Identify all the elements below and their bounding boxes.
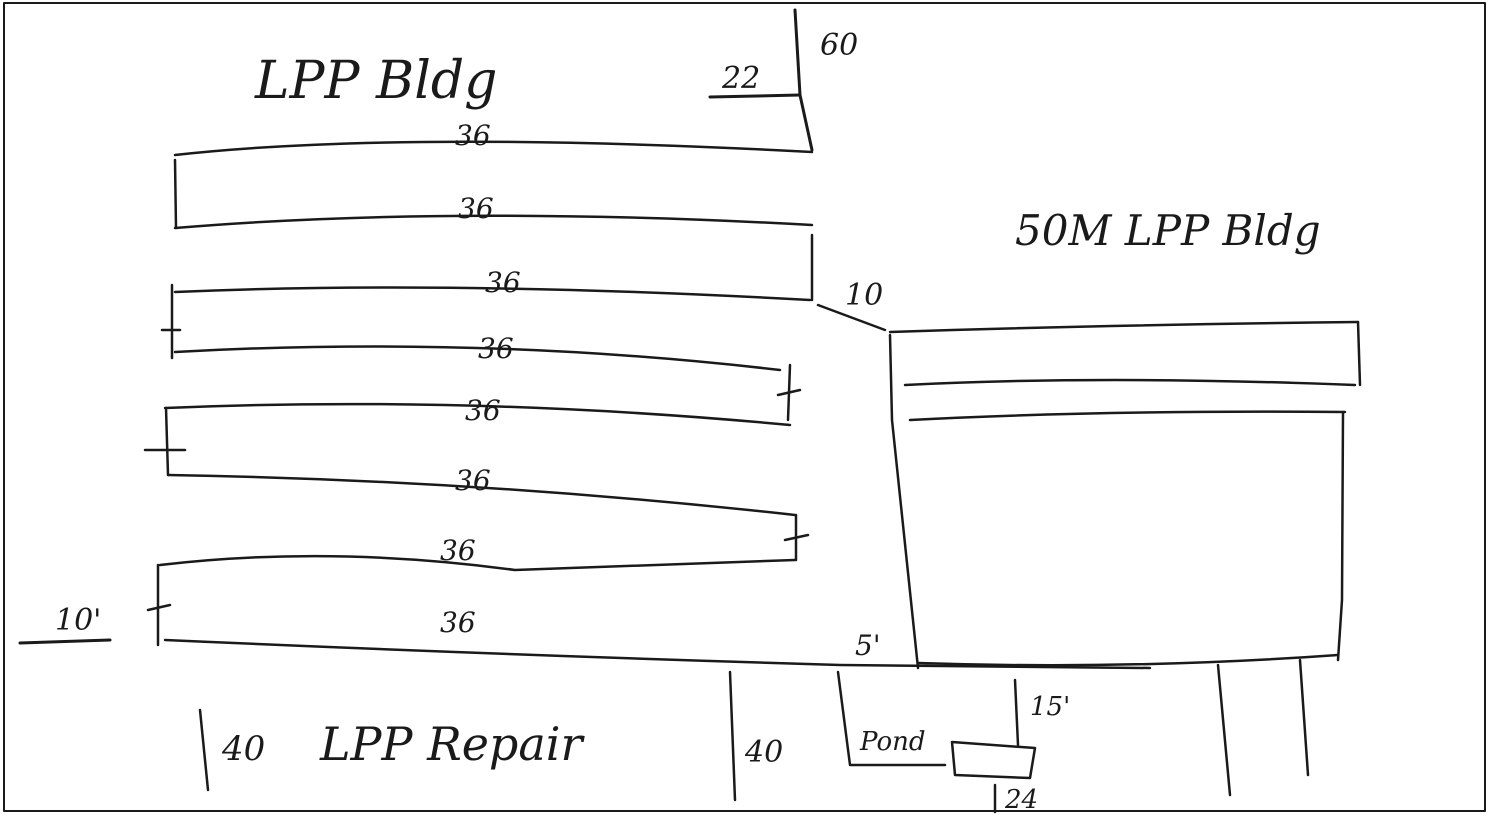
connector-line <box>816 303 887 332</box>
right-building-right <box>1336 410 1345 662</box>
building-row-edge <box>166 473 797 517</box>
right-building-line <box>903 378 1357 387</box>
dim-right-gap: 10 <box>845 278 883 313</box>
building-row-edge <box>173 214 814 230</box>
lane-line <box>198 708 210 792</box>
right-building-left <box>888 333 920 670</box>
width-label-8: 36 <box>440 606 476 639</box>
tick-mark <box>146 603 172 612</box>
dim-pond-depth: 15' <box>1030 692 1070 722</box>
page-border <box>3 2 1486 812</box>
width-label-1: 36 <box>455 119 491 152</box>
ground-line <box>163 638 1152 670</box>
pond-box <box>950 740 1037 780</box>
dim-top-horizontal: 22 <box>721 61 760 96</box>
building-left-edge <box>173 158 178 230</box>
building-top-edge <box>173 140 814 157</box>
dim-bottom-gap: 5' <box>855 629 881 662</box>
tick-mark <box>783 533 810 542</box>
lane-line <box>728 670 737 802</box>
right-building-top <box>888 320 1360 334</box>
building-left-edge <box>164 406 170 477</box>
width-label-6: 36 <box>455 464 491 497</box>
building-row-edge <box>158 554 797 572</box>
width-label-3: 36 <box>485 266 521 299</box>
building-row-edge <box>173 345 782 372</box>
lane-line <box>1298 658 1310 777</box>
pond-outline <box>836 670 947 767</box>
right-building-title: 50M LPP Bldg <box>1015 206 1321 255</box>
width-label-7: 36 <box>440 534 476 567</box>
building-row-edge <box>163 402 792 427</box>
sketch-title: LPP Bldg <box>254 51 497 111</box>
width-label-2: 36 <box>458 192 494 225</box>
right-building-bottom <box>916 653 1340 667</box>
dim-left-side: 10' <box>55 603 101 638</box>
width-label-4: 36 <box>478 332 514 365</box>
lane-label-a: 40 <box>221 729 265 769</box>
width-label-5: 36 <box>465 394 501 427</box>
repair-label: LPP Repair <box>319 717 586 771</box>
tick-mark <box>776 388 802 397</box>
lane-line <box>1216 663 1232 797</box>
right-building-line <box>908 410 1347 422</box>
right-building-edge <box>1356 320 1362 387</box>
building-row-edge <box>173 286 812 302</box>
left-dimension-line <box>18 638 112 645</box>
lane-label-b: 40 <box>744 735 783 770</box>
horizontal-dimension-line <box>708 93 802 99</box>
dim-top-vertical: 60 <box>820 28 858 63</box>
pond-depth-line <box>1013 678 1020 747</box>
vertical-dimension-line <box>793 8 814 152</box>
pond-label: Pond <box>859 727 925 757</box>
dim-pond-width: 24 <box>1004 785 1038 815</box>
